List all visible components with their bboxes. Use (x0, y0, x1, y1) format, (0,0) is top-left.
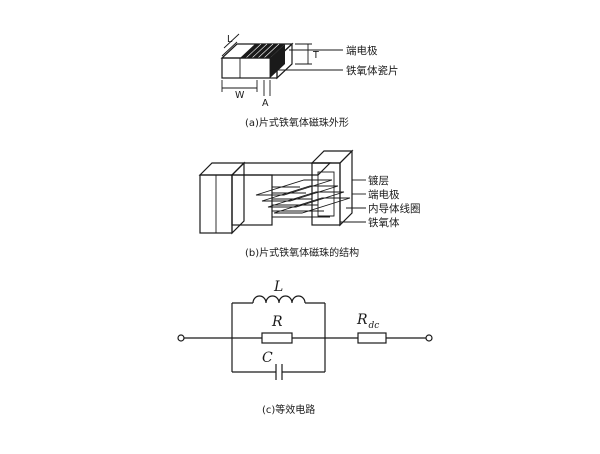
input-terminal (177, 334, 185, 342)
label-inner-coil: 内导体线圈 (368, 202, 421, 215)
symbol-C: C (262, 350, 273, 366)
label-ferrite-sheet: 铁氧体瓷片 (346, 64, 399, 77)
symbol-L: L (273, 279, 283, 295)
chip-bead-drawing (220, 33, 343, 96)
caption-b: (b)片式铁氧体磁珠的结构 (245, 246, 359, 259)
label-ferrite: 铁氧体 (368, 216, 400, 229)
inductor-coil (252, 295, 306, 304)
label-plating: 镀层 (368, 174, 389, 187)
symbol-R: R (271, 314, 283, 330)
equivalent-circuit (177, 295, 433, 380)
label-end-electrode-a: 端电极 (346, 44, 378, 57)
symbol-Rdc: Rdc (356, 312, 379, 331)
label-end-electrode-b: 端电极 (368, 188, 400, 201)
caption-c: (c)等效电路 (262, 403, 315, 416)
bead-structure-drawing (198, 149, 366, 235)
symbol-Rdc-main: R (356, 312, 368, 328)
caption-a: (a)片式铁氧体磁珠外形 (245, 116, 349, 129)
dim-A-label: A (262, 98, 269, 109)
symbol-Rdc-subscript: dc (369, 321, 380, 331)
output-terminal (425, 334, 433, 342)
dim-W-label: W (235, 90, 245, 101)
dim-L-label: L (227, 34, 233, 45)
resistor-Rdc (357, 332, 387, 344)
resistor-R (261, 332, 293, 344)
dim-T-label: T (312, 50, 319, 61)
